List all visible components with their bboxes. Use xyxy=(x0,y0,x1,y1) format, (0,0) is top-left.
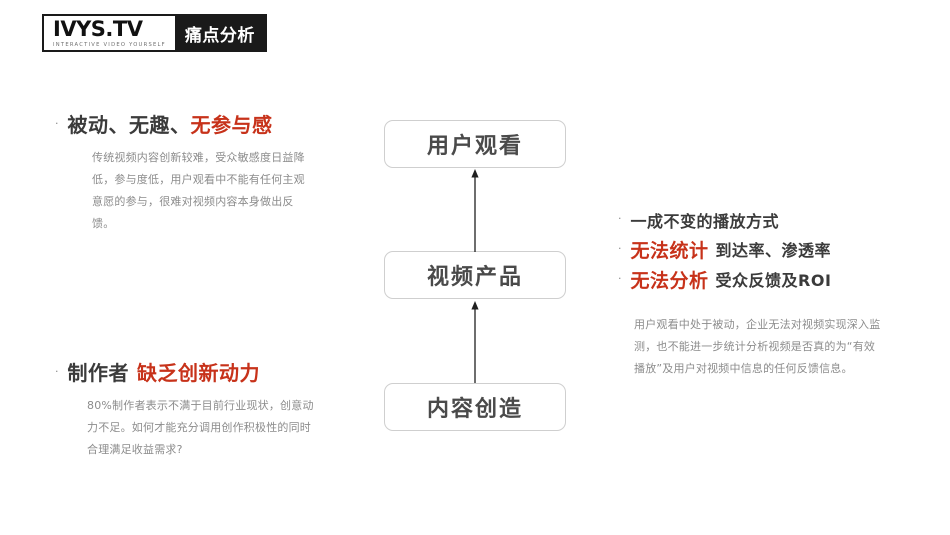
logo-tagline: INTERACTIVE VIDEO YOURSELF xyxy=(53,41,166,48)
pain-point-creator-heading: · 制作者 缺乏创新动力 xyxy=(55,360,355,386)
value-chain-flowchart: 用户观看 视频产品 内容创造 xyxy=(384,120,566,431)
flow-node-content-creation: 内容创造 xyxy=(384,383,566,431)
pain-point-passive-heading-dark: 被动、无趣、 xyxy=(67,113,191,137)
pain-point-creator-body: 80%制作者表示不满于目前行业现状，创意动力不足。如何才能充分调用创作积极性的同… xyxy=(87,399,314,456)
pain-point-analytics-body: 用户观看中处于被动，企业无法对视频实现深入监测，也不能进一步统计分析视频是否真的… xyxy=(634,318,881,376)
logo-lockup: IVYS.TV INTERACTIVE VIDEO YOURSELF xyxy=(44,16,175,50)
bullet-icon: · xyxy=(55,365,59,378)
flow-node-user-watch: 用户观看 xyxy=(384,120,566,168)
logo-wordmark: IVYS.TV xyxy=(53,16,143,41)
pain-point-creator-heading-dark: 制作者 xyxy=(67,361,129,385)
pain-point-passive: · 被动、无趣、 无参与感 传统视频内容创新较难，受众敏感度日益降低，参与度低，… xyxy=(55,112,345,235)
brand-header: IVYS.TV INTERACTIVE VIDEO YOURSELF 痛点分析 xyxy=(42,14,267,52)
bullet-icon: · xyxy=(618,241,622,255)
pain-point-analytics-group: · 一成不变的播放方式 · 无法统计 到达率、渗透率 · 无法分析 受众反馈及R… xyxy=(618,212,918,380)
pain-point-no-analysis-heading: · 无法分析 受众反馈及ROI xyxy=(618,269,918,294)
flow-arrow-up-to-video-product xyxy=(468,169,482,256)
flow-arrow-up-to-user-watch xyxy=(468,301,482,388)
pain-point-no-stats-detail: 到达率、渗透率 xyxy=(715,240,832,260)
flow-node-video-product: 视频产品 xyxy=(384,251,566,299)
pain-point-playback-heading: · 一成不变的播放方式 xyxy=(618,212,918,233)
pain-point-passive-heading: · 被动、无趣、 无参与感 xyxy=(55,112,345,138)
bullet-icon: · xyxy=(618,272,622,286)
bullet-icon: · xyxy=(55,117,59,130)
pain-point-no-analysis-detail: 受众反馈及ROI xyxy=(715,271,832,291)
pain-point-playback-label: 一成不变的播放方式 xyxy=(630,212,780,231)
bullet-icon: · xyxy=(618,212,622,225)
pain-point-creator-heading-red: 缺乏创新动力 xyxy=(137,361,260,385)
pain-point-passive-body: 传统视频内容创新较难，受众敏感度日益降低，参与度低，用户观看中不能有任何主观意愿… xyxy=(92,151,305,230)
pain-point-creator: · 制作者 缺乏创新动力 80%制作者表示不满于目前行业现状，创意动力不足。如何… xyxy=(55,360,355,461)
pain-point-no-stats-label: 无法统计 xyxy=(630,239,709,262)
pain-point-passive-heading-red: 无参与感 xyxy=(190,113,273,137)
pain-point-no-analysis-label: 无法分析 xyxy=(630,270,709,293)
page-title: 痛点分析 xyxy=(174,16,265,50)
pain-point-no-stats-heading: · 无法统计 到达率、渗透率 xyxy=(618,239,918,264)
